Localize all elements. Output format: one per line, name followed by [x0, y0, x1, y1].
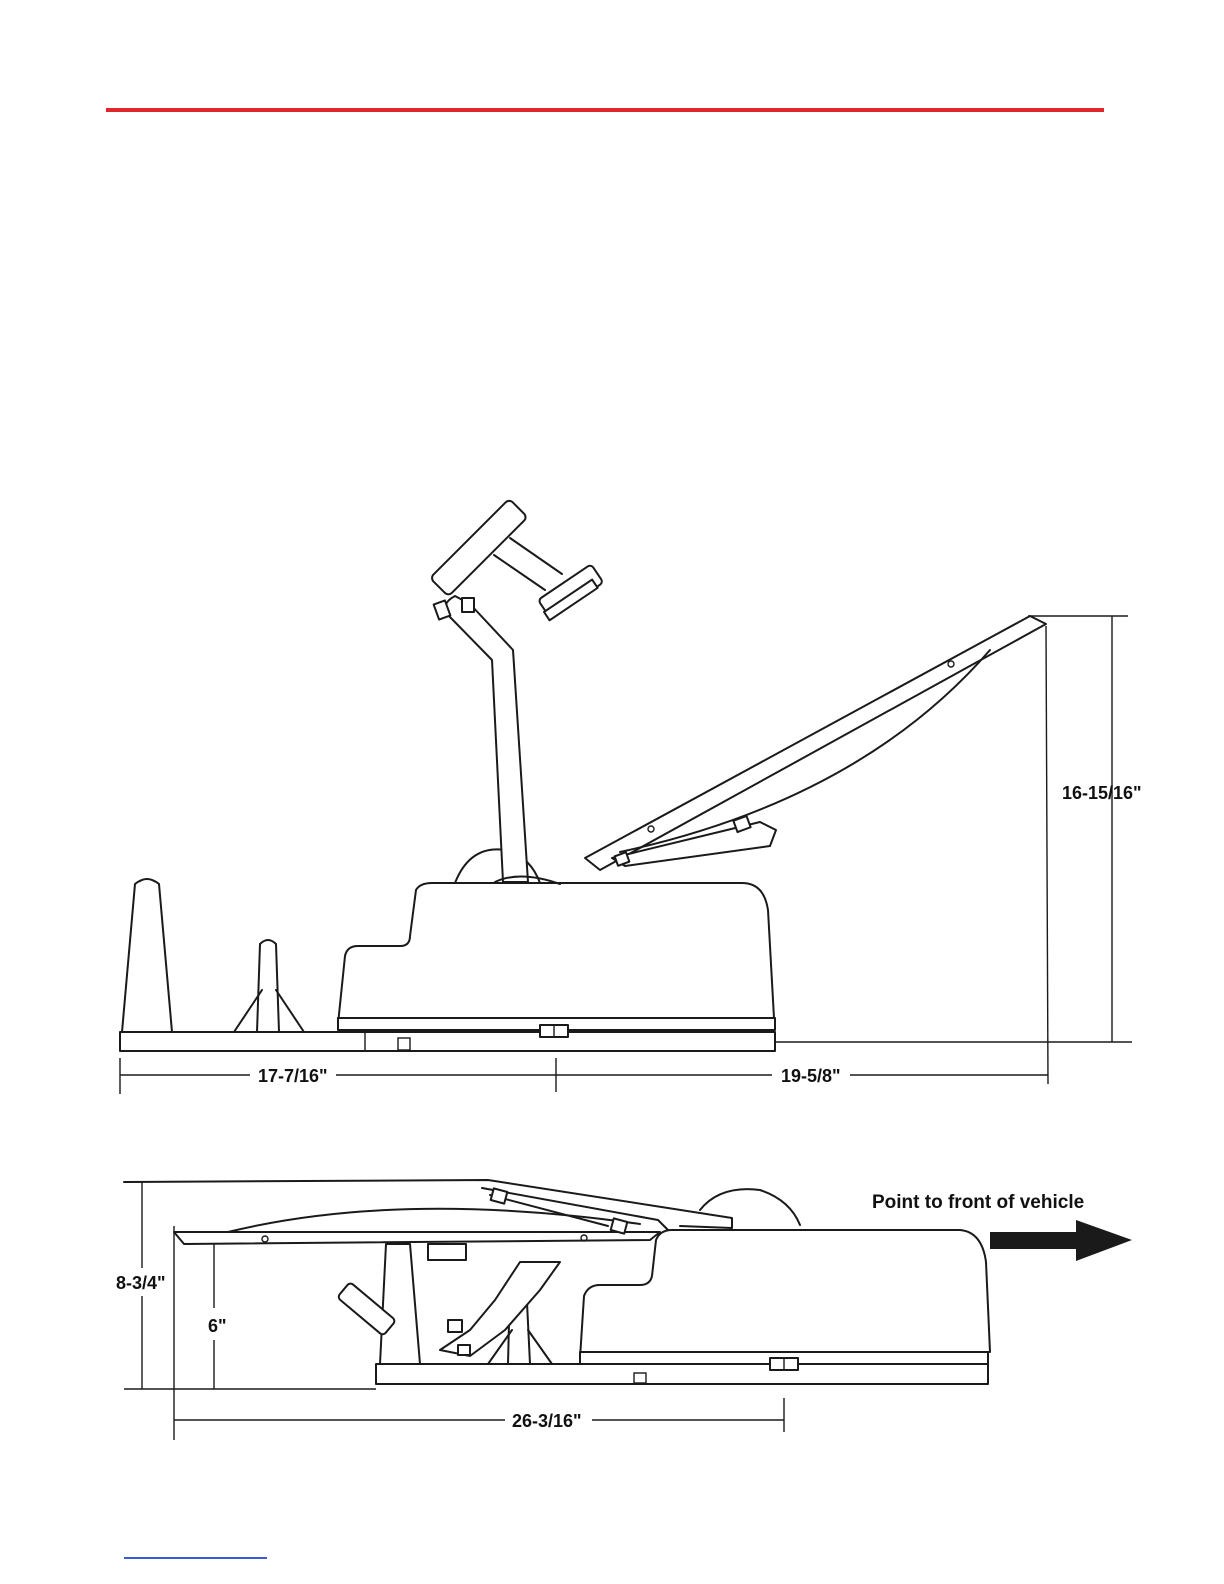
- footer-link-rule: [124, 1557, 267, 1559]
- stowed-console-housing: [580, 1230, 990, 1358]
- dim-base-height: 6": [208, 1316, 227, 1336]
- swivel-arm: [445, 596, 528, 882]
- stowed-base-plate: [376, 1364, 988, 1384]
- dim-left-length: 17-7/16": [258, 1066, 328, 1086]
- dim-total-height: 8-3/4": [116, 1273, 166, 1293]
- dim-stowed-length: 26-3/16": [512, 1411, 582, 1431]
- extended-tray: [585, 616, 1046, 870]
- tall-post: [122, 879, 172, 1032]
- stowed-view-drawing: [124, 1180, 990, 1440]
- short-post: [257, 940, 279, 1032]
- arrow-right-icon: [990, 1220, 1132, 1261]
- dim-right-length: 19-5/8": [781, 1066, 841, 1086]
- console-housing: [338, 883, 774, 1024]
- dim-height: 16-15/16": [1062, 783, 1142, 803]
- direction-note: Point to front of vehicle: [872, 1192, 1084, 1213]
- base-plate: [120, 1032, 775, 1051]
- side-view-drawing: [120, 499, 1132, 1094]
